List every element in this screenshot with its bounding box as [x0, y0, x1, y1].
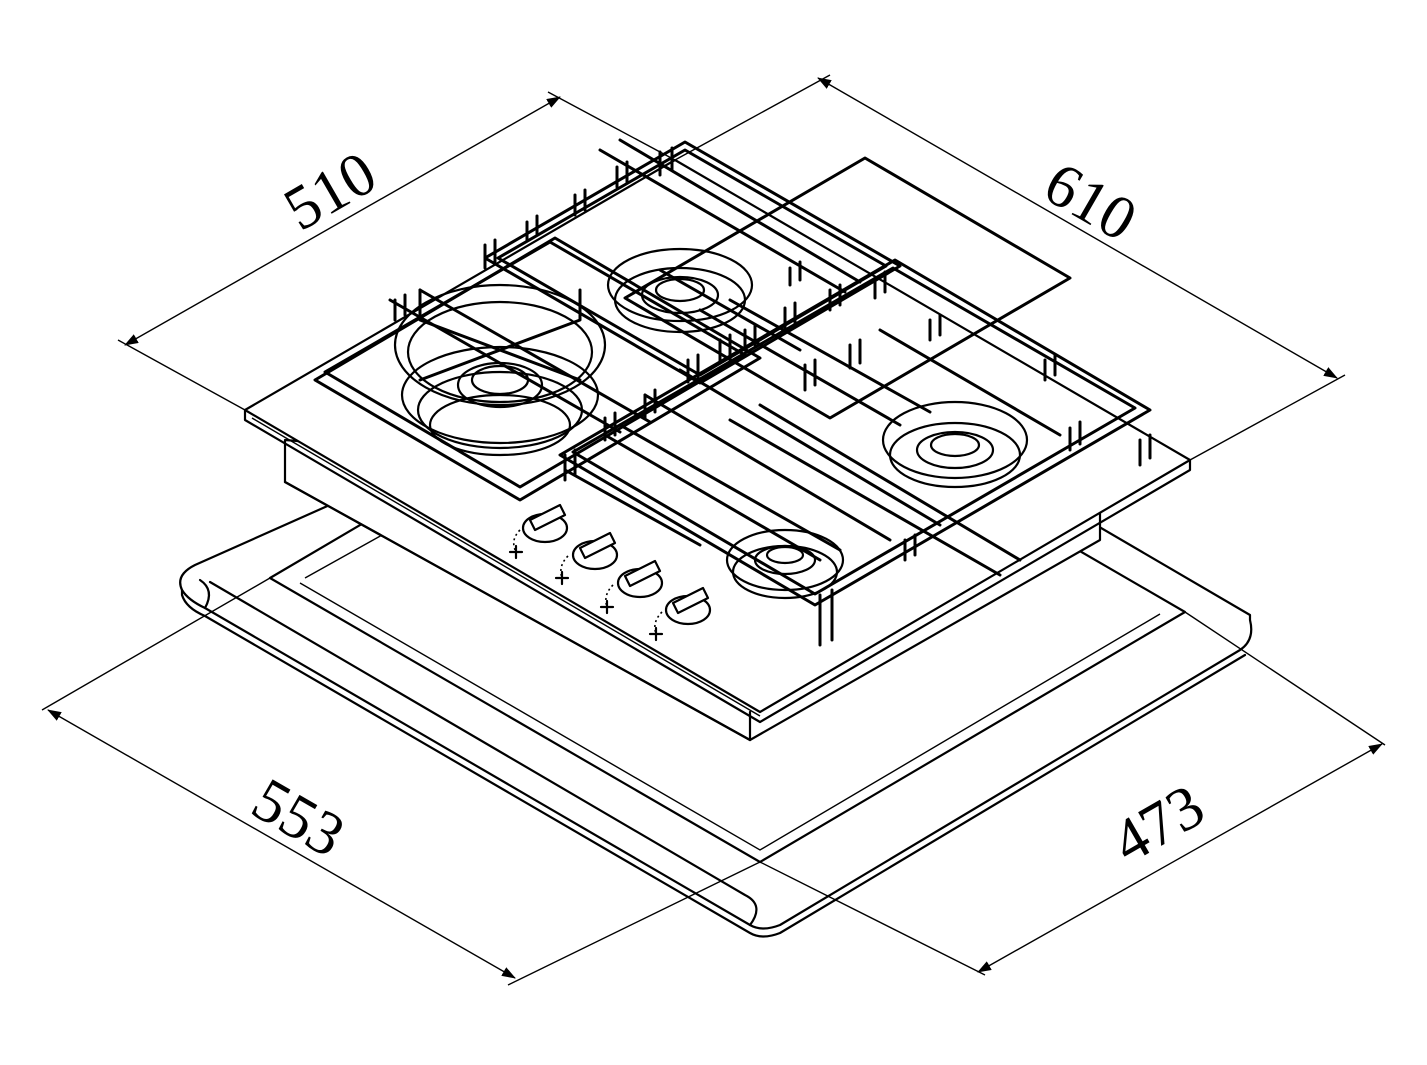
dim-label-610: 610 — [1033, 149, 1148, 254]
knob-3 — [599, 559, 664, 615]
burner-right — [881, 400, 1029, 489]
burner-front — [725, 528, 845, 600]
knob-2 — [554, 531, 619, 586]
hob-body — [243, 158, 1192, 742]
burner-back — [606, 247, 754, 334]
knob-1 — [508, 503, 569, 560]
control-knobs — [508, 503, 712, 642]
dim-label-510: 510 — [273, 139, 388, 244]
dim-label-553: 553 — [241, 765, 356, 870]
knob-4 — [648, 586, 712, 642]
dim-label-473: 473 — [1101, 772, 1216, 877]
